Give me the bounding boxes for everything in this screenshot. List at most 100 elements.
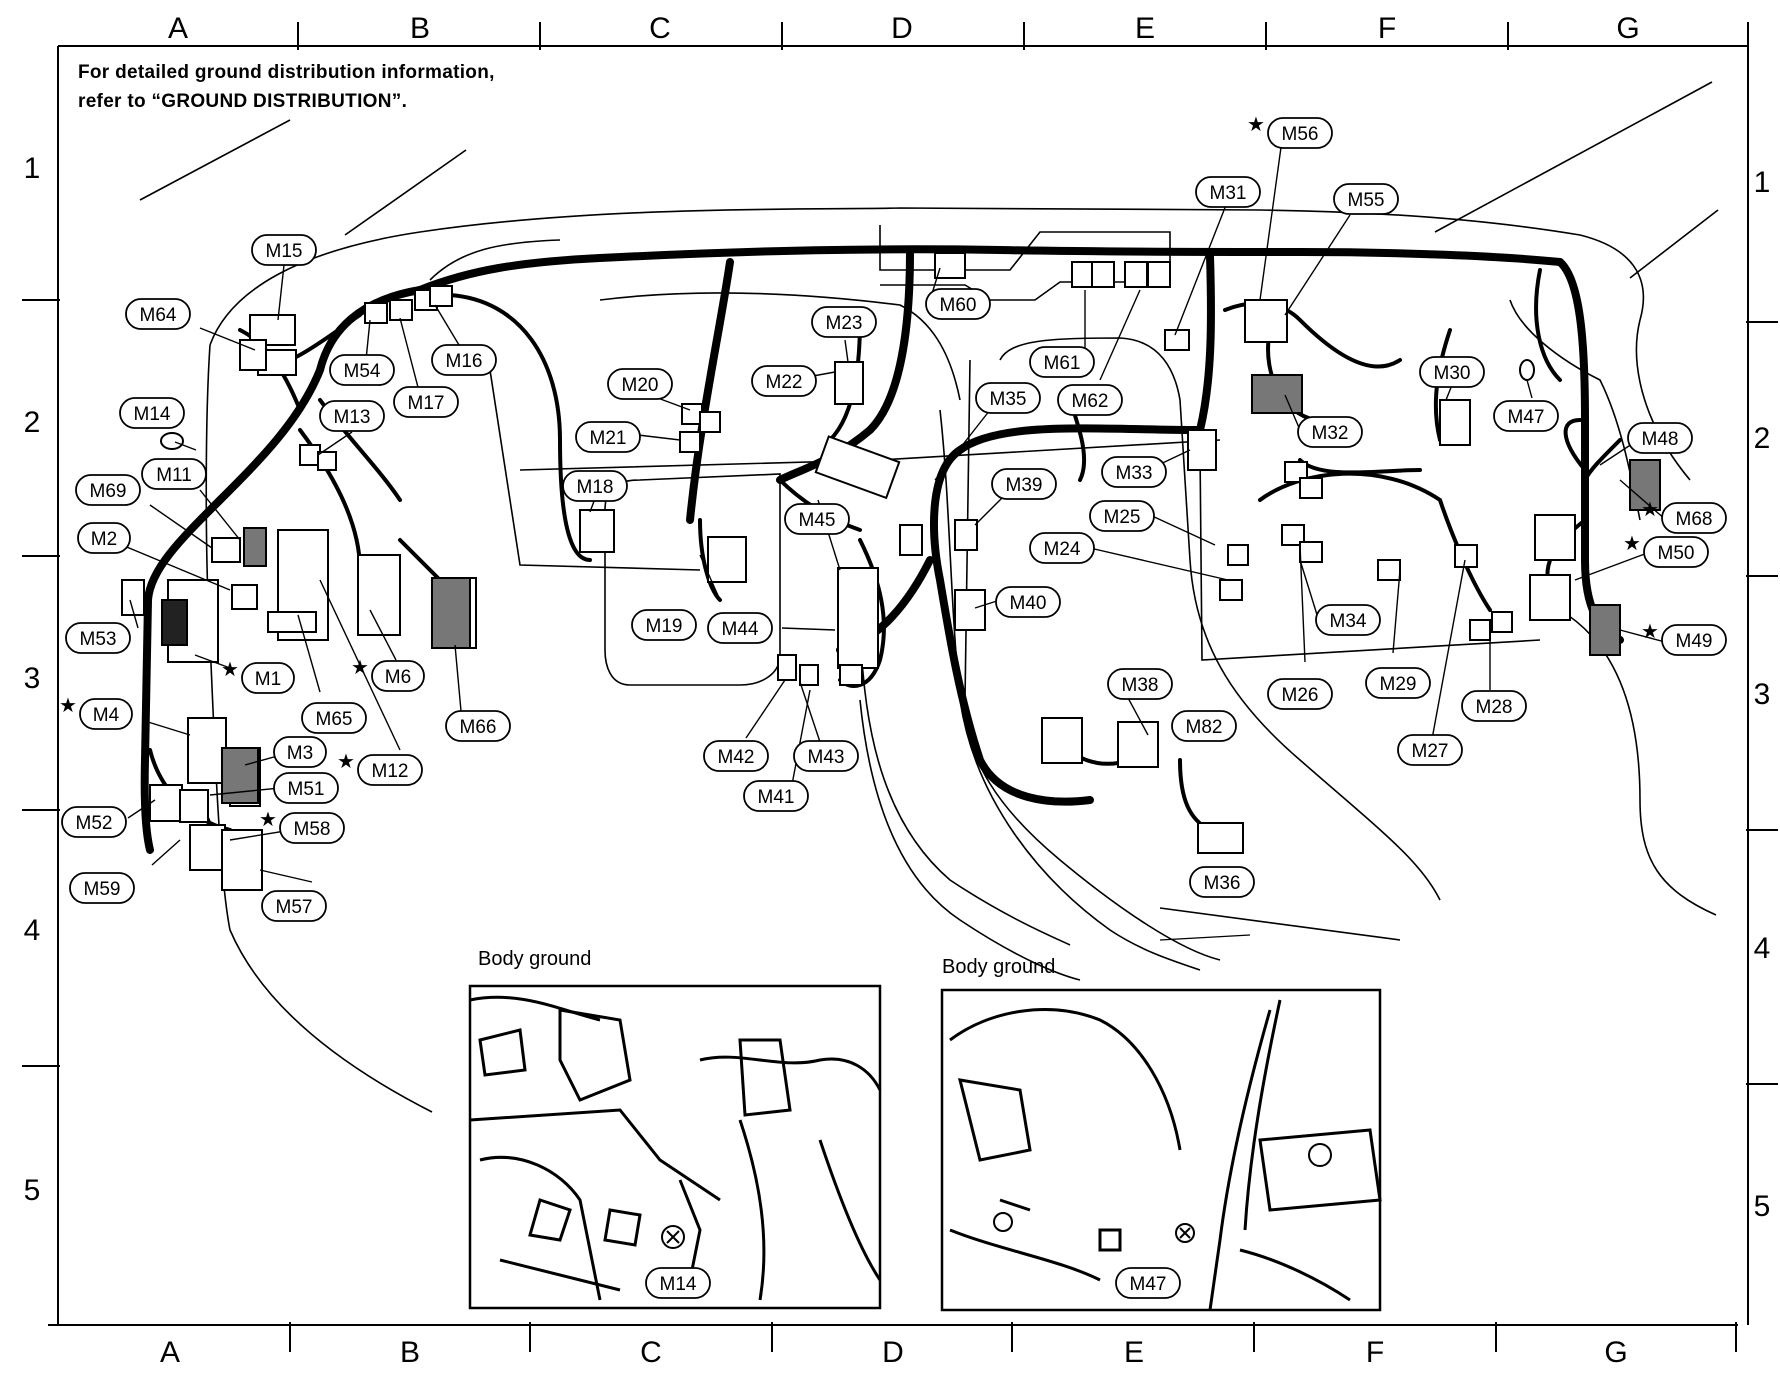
note-line-2: refer to “GROUND DISTRIBUTION”. (78, 91, 408, 112)
label-text: M1 (255, 669, 281, 690)
column-label-bottom-a: A (160, 1336, 180, 1369)
label-text: M62 (1072, 391, 1109, 412)
connector-label-m33: M33 (1101, 456, 1167, 488)
star-icon: ★ (259, 809, 277, 831)
connector-label-m22: M22 (751, 365, 817, 397)
label-text: M52 (76, 813, 113, 834)
column-label-bottom-e: E (1124, 1336, 1144, 1369)
connector-label-m62: M62 (1057, 384, 1123, 416)
label-text: M26 (1282, 685, 1319, 706)
label-text: M17 (408, 393, 445, 414)
label-bubble (991, 468, 1057, 500)
label-text: M11 (156, 465, 192, 486)
label-text: M53 (80, 629, 117, 650)
main-harness (140, 245, 1624, 854)
connector-label-m58: M58★ (259, 809, 345, 844)
label-text: M25 (1104, 507, 1141, 528)
label-text: M47 (1130, 1274, 1167, 1295)
label-bubble (1195, 176, 1261, 208)
connector-label-m65: M65 (301, 702, 367, 734)
label-text: M24 (1044, 539, 1081, 560)
connector-label-m44: M44 (707, 612, 773, 644)
connector-label-m32: M32 (1297, 416, 1363, 448)
label-bubble (1057, 384, 1123, 416)
label-bubble (1171, 710, 1237, 742)
connector-label-m49: M49★ (1641, 621, 1727, 656)
label-text: M14 (134, 404, 171, 425)
label-bubble (751, 365, 817, 397)
label-text: M42 (718, 747, 755, 768)
connector-bodies (121, 252, 1661, 891)
column-label-top-d: D (891, 12, 913, 45)
row-label-right-2: 2 (1754, 422, 1771, 455)
connector-label-m45: M45 (784, 503, 850, 535)
label-bubble (1627, 422, 1693, 454)
label-bubble (1101, 456, 1167, 488)
connector-label-m51: M51 (273, 772, 339, 804)
connector-label-m13: M13 (319, 400, 385, 432)
label-bubble (703, 740, 769, 772)
connector-label-m43: M43 (793, 740, 859, 772)
label-bubble (1419, 356, 1485, 388)
label-bubble (1297, 416, 1363, 448)
label-bubble (261, 890, 327, 922)
star-icon: ★ (351, 657, 369, 679)
label-bubble (1029, 532, 1095, 564)
connector-label-m59: M59 (69, 872, 135, 904)
label-bubble (1189, 866, 1255, 898)
label-bubble (69, 872, 135, 904)
label-bubble (77, 522, 131, 554)
connector-label-m2: M2 (77, 522, 131, 554)
label-text: M29 (1380, 674, 1417, 695)
row-label-right-4: 4 (1754, 932, 1771, 965)
label-bubble (301, 702, 367, 734)
connector-label-m23: M23 (811, 306, 877, 338)
label-bubble (607, 368, 673, 400)
label-text: M64 (140, 305, 177, 326)
connector-label-m48: M48 (1627, 422, 1693, 454)
star-icon: ★ (337, 751, 355, 773)
label-bubble (371, 660, 425, 692)
connector-label-m19: M19 (631, 609, 697, 641)
column-label-bottom-b: B (400, 1336, 420, 1369)
label-text: M43 (808, 747, 845, 768)
label-text: M49 (1676, 631, 1713, 652)
label-text: M4 (93, 705, 120, 726)
star-icon: ★ (59, 695, 77, 717)
connector-label-m6: M6★ (351, 657, 425, 692)
label-text: M55 (1348, 190, 1385, 211)
label-bubble (393, 386, 459, 418)
label-text: M59 (84, 879, 121, 900)
ground-distribution-note: For detailed ground distribution informa… (78, 58, 495, 116)
label-text: M30 (1434, 363, 1471, 384)
connector-label-m68: M68★ (1641, 499, 1727, 534)
label-bubble (273, 772, 339, 804)
label-text: M82 (1186, 717, 1223, 738)
star-icon: ★ (221, 659, 239, 681)
row-label-left-5: 5 (24, 1174, 41, 1207)
note-line-1: For detailed ground distribution informa… (78, 62, 495, 83)
row-label-left-3: 3 (24, 662, 41, 695)
label-text: M35 (990, 389, 1027, 410)
label-bubble (445, 710, 511, 742)
label-text: M47 (1508, 407, 1545, 428)
ground-terminals (160, 359, 1535, 450)
label-text: M19 (646, 616, 683, 637)
column-label-top-f: F (1378, 12, 1396, 45)
label-bubble (562, 470, 628, 502)
label-bubble (251, 234, 317, 266)
label-bubble (631, 609, 697, 641)
label-text: M40 (1010, 593, 1047, 614)
connector-label-m54: M54 (329, 354, 395, 386)
label-bubble (1397, 734, 1463, 766)
column-label-bottom-g: G (1604, 1336, 1627, 1369)
label-bubble (925, 288, 991, 320)
label-bubble (1089, 500, 1155, 532)
inset-caption-right: Body ground (942, 956, 1056, 978)
connector-label-m31: M31 (1195, 176, 1261, 208)
label-text: M60 (940, 295, 977, 316)
